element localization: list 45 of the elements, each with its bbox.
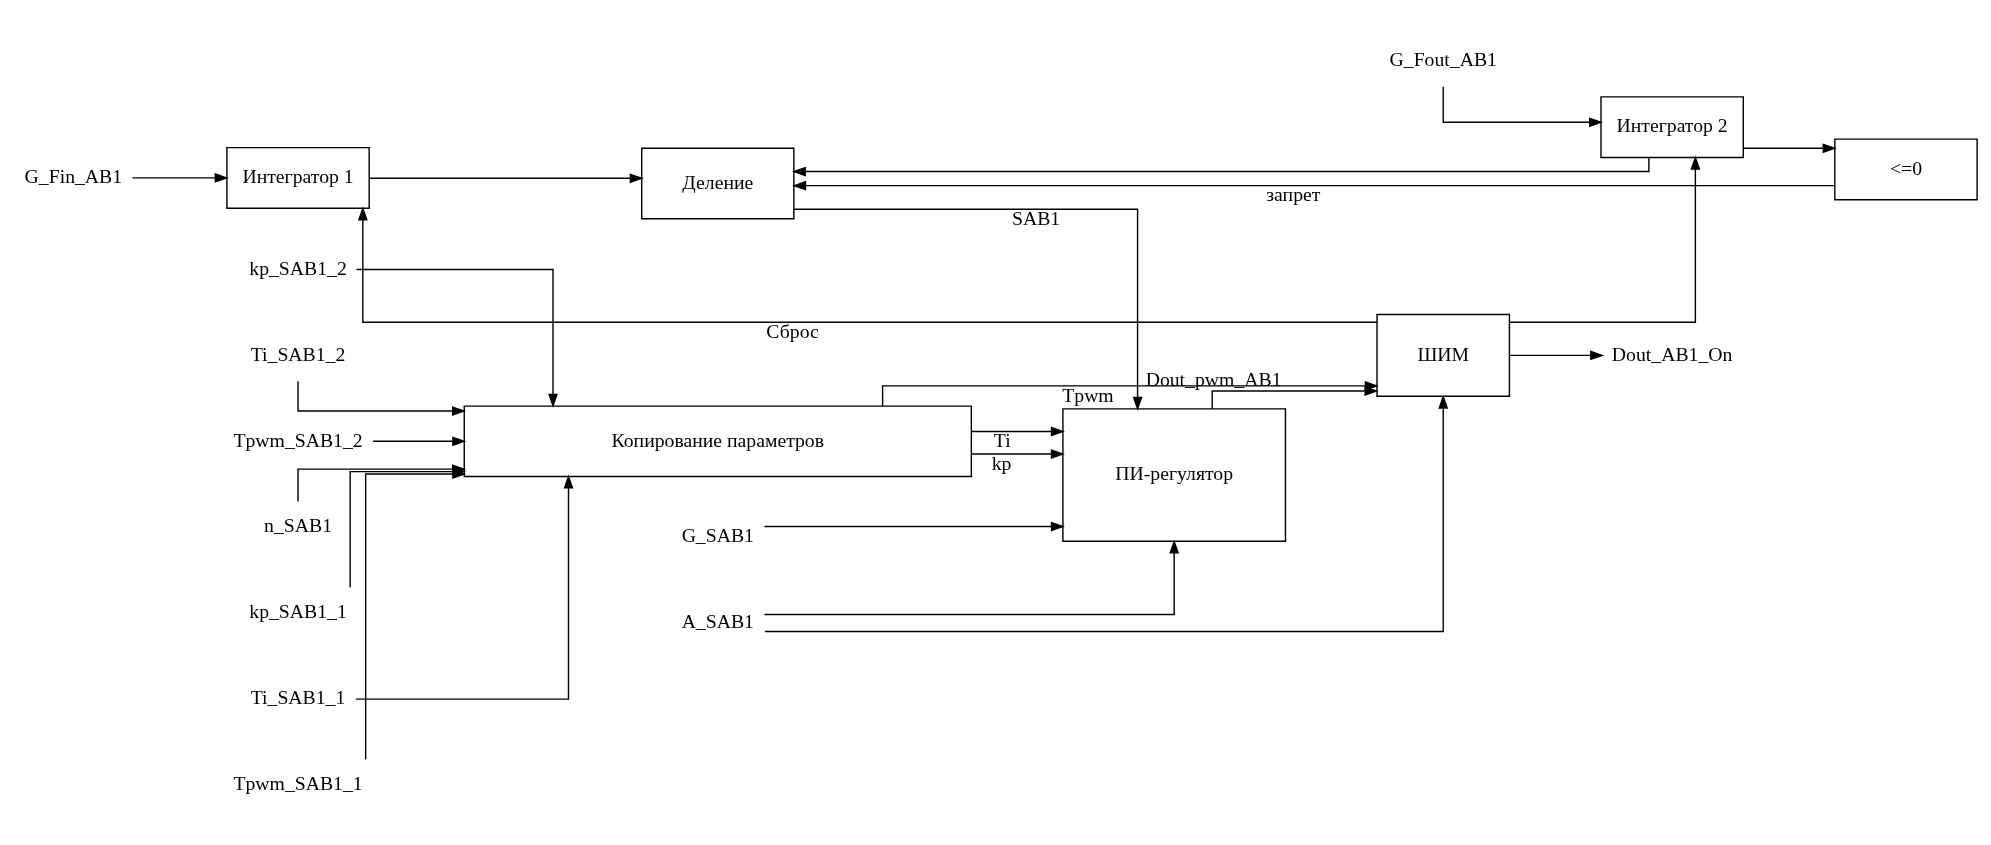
- node-box: Интегратор 2: [1599, 95, 1744, 158]
- node-box: Копирование параметров: [463, 404, 972, 477]
- arrow: [970, 426, 1065, 436]
- arrow: [763, 538, 1179, 615]
- arrow: [296, 380, 466, 416]
- node-text: Tpwm_SAB1_1: [232, 771, 363, 794]
- arrow: [1742, 142, 1837, 153]
- arrow: [1508, 155, 1700, 323]
- node-text: A_SAB1: [681, 609, 754, 632]
- node-text: G_SAB1: [681, 523, 754, 546]
- node-text: Dout_AB1_On: [1611, 342, 1732, 365]
- node-box: ШИМ: [1375, 313, 1510, 397]
- node-text: Ti_SAB1_2: [250, 342, 345, 365]
- edge-label: Tpwm: [1061, 383, 1114, 406]
- node-box: ПИ-регулятор: [1061, 407, 1286, 542]
- arrow: [131, 172, 229, 183]
- edge-label: SAB1: [1011, 206, 1060, 229]
- arrow: [355, 268, 558, 408]
- arrow: [791, 180, 1835, 191]
- node-text: Ti_SAB1_1: [250, 685, 345, 708]
- arrow: [1508, 349, 1604, 360]
- arrow: [763, 394, 1448, 632]
- edge-label: Ti: [993, 428, 1011, 451]
- node-text: G_Fin_AB1: [24, 164, 122, 187]
- arrow: [793, 208, 1142, 411]
- arrow: [357, 205, 1378, 323]
- edge-label: Сброс: [765, 319, 819, 342]
- node-box: <=0: [1833, 137, 1978, 200]
- edge-label: запрет: [1265, 182, 1320, 205]
- arrow: [763, 521, 1065, 531]
- arrow: [368, 172, 644, 183]
- node-text: G_Fout_AB1: [1389, 47, 1497, 70]
- node-text: kp_SAB1_1: [248, 599, 347, 622]
- node-text: n_SAB1: [263, 513, 332, 536]
- arrow: [1442, 85, 1603, 127]
- edge-label: kp: [991, 451, 1011, 474]
- node-box: Интегратор 1: [225, 146, 370, 209]
- arrow: [371, 435, 466, 446]
- node-box: Деление: [640, 147, 795, 219]
- edge-label: Dout_pwm_AB1: [1145, 367, 1281, 390]
- arrow: [970, 448, 1065, 459]
- node-text: Tpwm_SAB1_2: [232, 428, 363, 451]
- node-text: kp_SAB1_2: [248, 256, 347, 279]
- arrow: [791, 156, 1650, 176]
- arrow: [354, 473, 573, 700]
